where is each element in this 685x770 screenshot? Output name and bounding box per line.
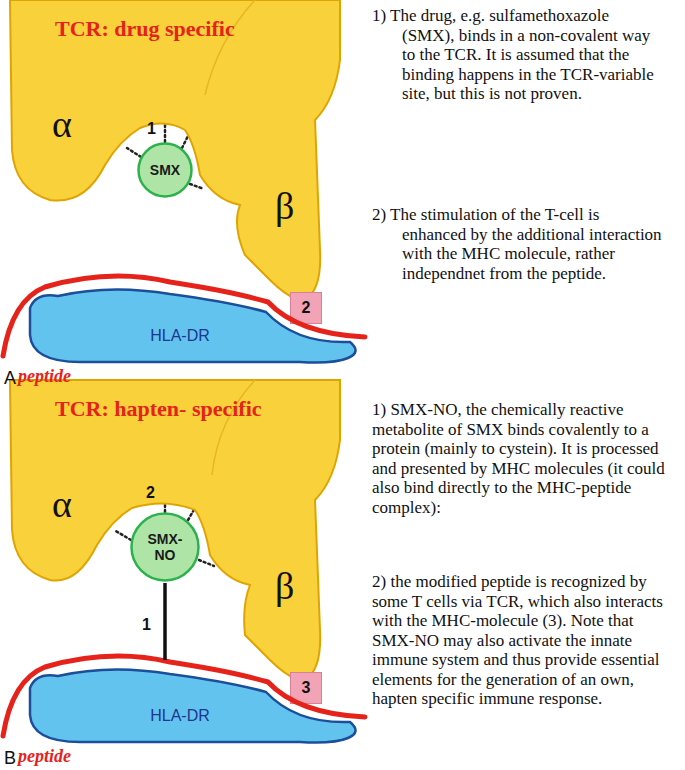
tcr-title: TCR: drug specific (55, 16, 235, 42)
covalent-bond (163, 583, 167, 660)
chain-seam (205, 0, 255, 95)
drug-name: SMX (150, 162, 180, 178)
peptide-label: peptide (18, 366, 71, 386)
binding-contact (164, 125, 167, 142)
peptide-chain (3, 656, 365, 736)
note-text: 2) The stimulation of the T-cell is enha… (372, 205, 664, 283)
drug-circle: SMX (137, 142, 193, 198)
callout-number: 2 (146, 484, 155, 502)
chain-label: β (275, 186, 294, 226)
tcr-outline (10, 0, 340, 300)
callout-number: 2 (302, 299, 311, 317)
peptide-chain (3, 276, 365, 356)
circle-outline (132, 514, 199, 581)
note-text: 1) SMX-NO, the chemically reactive metab… (372, 400, 677, 517)
hapten-circle: SMX-NO (130, 512, 200, 582)
mhc-molecule: HLA-DR (80, 696, 280, 736)
binding-dots (114, 530, 131, 540)
tcr-outline (10, 380, 340, 680)
chain-label: β (275, 566, 294, 606)
binding-dots (127, 148, 141, 157)
callout-number: 1 (147, 120, 156, 138)
chain-label: α (52, 104, 72, 144)
note-text: 1) The drug, e.g. sulfamethoxazole (SMX)… (372, 6, 664, 104)
binding-dots (182, 136, 188, 148)
binding-dots (190, 184, 204, 189)
binding-dots (199, 560, 214, 566)
circle-outline (139, 144, 192, 197)
mhc-name: HLA-DR (150, 707, 210, 725)
tcr-title: TCR: hapten- specific (55, 396, 262, 422)
note-text: 2) the modified peptide is recognized by… (372, 572, 677, 709)
panel-letter: B (4, 748, 16, 768)
panel-letter: A (4, 368, 16, 388)
mhc-molecule: HLA-DR (80, 316, 280, 356)
chain-label: α (52, 484, 72, 524)
drug-name: SMX-NO (143, 531, 187, 563)
peptide-label: peptide (18, 746, 71, 766)
callout-number: 3 (302, 679, 311, 697)
tcr-receptor: TCR: drug specificαβ (10, 0, 340, 125)
mhc-name: HLA-DR (150, 327, 210, 345)
tcr-receptor: TCR: hapten- specificαβ (10, 380, 340, 498)
callout-number: 1 (142, 616, 151, 634)
chain-seam (212, 380, 255, 475)
